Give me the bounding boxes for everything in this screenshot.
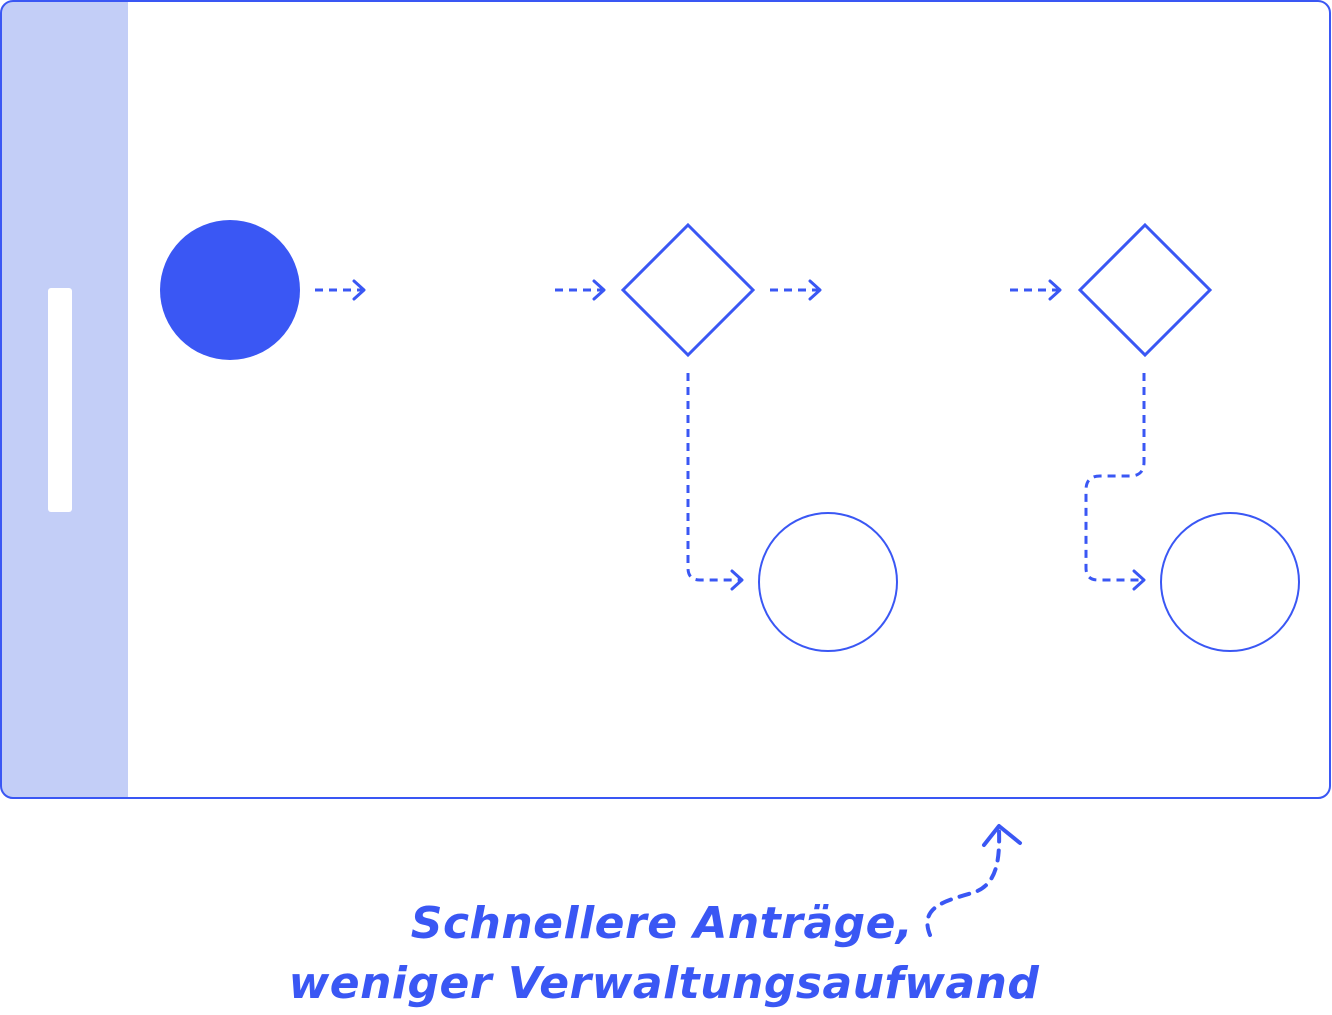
connector-decision-2-to-end-2 <box>1084 373 1146 582</box>
arrowhead-icon <box>730 569 744 591</box>
diagram-nodes <box>160 220 1300 652</box>
arrowhead-icon <box>592 279 606 301</box>
caption-line-2: weniger Verwaltungsaufwand <box>289 958 1040 1009</box>
decision-node-1 <box>620 222 756 358</box>
arrowhead-icon <box>1132 569 1146 591</box>
decision-node-2 <box>1077 222 1213 358</box>
annotation-arrow <box>925 824 1022 937</box>
window-border <box>0 0 1331 799</box>
caption: Schnellere Anträge, weniger Verwaltungsa… <box>289 898 1040 1009</box>
caption-line-1: Schnellere Anträge, <box>411 898 913 949</box>
arrowhead-icon <box>1048 279 1062 301</box>
arrowheads <box>352 279 1146 591</box>
end-node-2 <box>1160 512 1300 652</box>
arrowhead-icon <box>352 279 366 301</box>
window-background <box>1 1 1330 798</box>
sidebar-scroll-handle[interactable] <box>48 288 72 512</box>
annotation-curve <box>925 828 1002 937</box>
diagram-connectors <box>315 288 1146 582</box>
arrowhead-icon <box>808 279 822 301</box>
start-node <box>160 220 300 360</box>
end-node-1 <box>758 512 898 652</box>
app-window-frame <box>0 0 1331 799</box>
annotation-arrowhead-icon <box>982 824 1022 847</box>
connector-decision-1-to-end-1 <box>686 373 740 582</box>
